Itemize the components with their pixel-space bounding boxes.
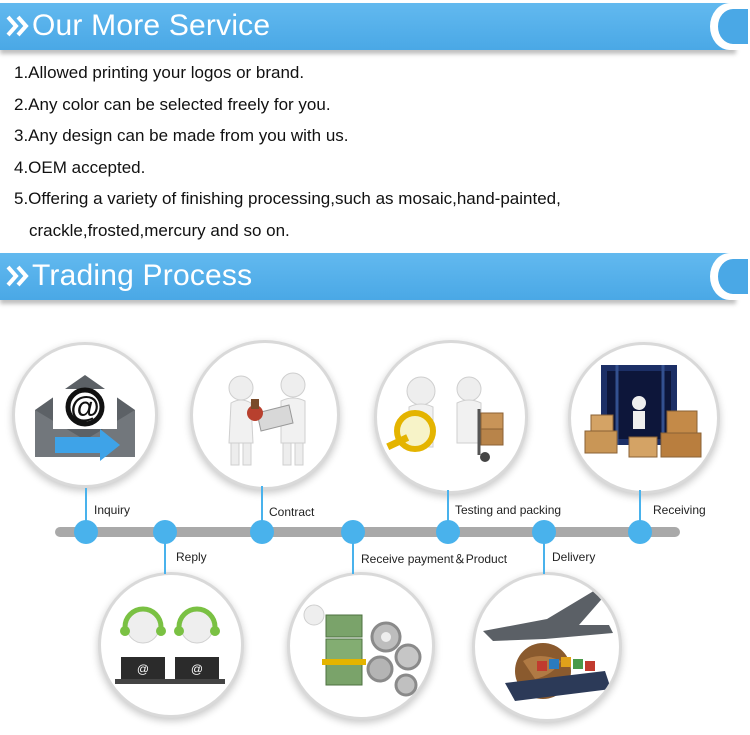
service-item: 2.Any color can be selected freely for y… (14, 94, 331, 114)
timeline-connector (447, 490, 449, 528)
double-chevron-icon (6, 15, 29, 37)
step-dot-receiving (628, 520, 652, 544)
banner-tip (710, 253, 750, 300)
payment-image (287, 572, 435, 720)
step-dot-payment (341, 520, 365, 544)
step-dot-delivery (532, 520, 556, 544)
email-envelope-icon: @ (35, 375, 135, 461)
service-item: 4.OEM accepted. (14, 157, 146, 177)
service-item: 5.Offering a variety of finishing proces… (14, 189, 561, 208)
service-banner: Our More Service (0, 3, 750, 50)
step-dot-contract (250, 520, 274, 544)
money-gears-icon (303, 604, 422, 697)
trading-title: Trading Process (32, 259, 253, 292)
step-label-inquiry: Inquiry (94, 503, 131, 517)
testing-image (374, 340, 528, 494)
timeline-connector (85, 488, 87, 528)
airplane-ship-icon (483, 589, 613, 701)
timeline-track (55, 527, 680, 537)
step-label-receiving: Receiving (653, 503, 706, 517)
service-item: 1.Allowed printing your logos or brand. (14, 63, 305, 82)
service-item: crackle,frosted,mercury and so on. (29, 220, 290, 240)
timeline-connector (639, 490, 641, 528)
timeline-connector (261, 486, 263, 528)
timeline-connector (543, 536, 545, 574)
delivery-image (472, 572, 622, 722)
reply-image: @ @ (98, 572, 244, 718)
step-dot-reply (153, 520, 177, 544)
timeline-connector (352, 536, 354, 574)
svg-text:@: @ (70, 391, 99, 424)
customer-service-icon: @ @ (115, 606, 225, 684)
container-boxes-icon (584, 365, 702, 458)
step-label-delivery: Delivery (552, 550, 596, 564)
contract-image (190, 340, 340, 490)
receiving-image (568, 342, 720, 494)
timeline-connector (164, 536, 166, 574)
service-title: Our More Service (32, 9, 271, 42)
magnifier-inspection-icon (386, 376, 504, 462)
inquiry-image: @ (12, 342, 158, 488)
step-label-testing: Testing and packing (455, 503, 562, 517)
step-label-contract: Contract (269, 505, 315, 519)
step-label-reply: Reply (176, 550, 207, 564)
double-chevron-icon (6, 265, 29, 287)
service-item: 3.Any design can be made from you with u… (14, 126, 349, 145)
banner-tip (710, 3, 750, 50)
step-dot-inquiry (74, 520, 98, 544)
step-dot-testing (436, 520, 460, 544)
svg-text:@: @ (191, 662, 203, 676)
step-label-payment: Receive payment＆Product (361, 552, 508, 566)
svg-text:@: @ (137, 662, 149, 676)
handshake-contract-icon (228, 372, 306, 466)
trading-banner: Trading Process (0, 253, 750, 300)
service-list: 1.Allowed printing your logos or brand. … (14, 57, 561, 246)
